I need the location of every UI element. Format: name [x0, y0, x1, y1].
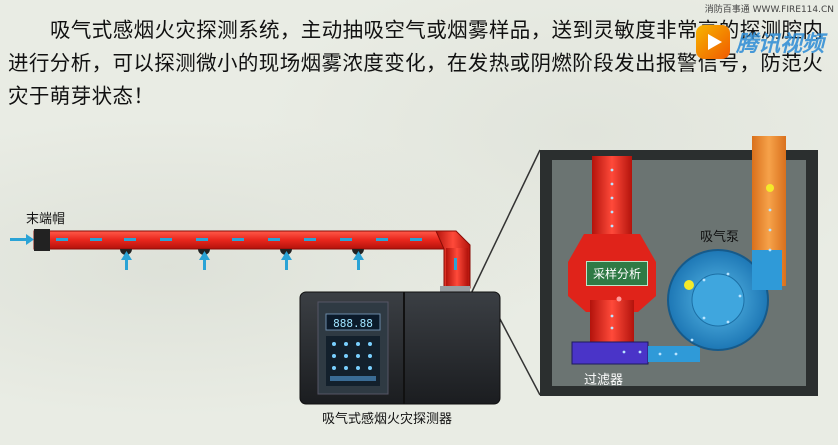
airflow-in-pipe	[56, 238, 457, 270]
video-logo: 腾讯视频	[696, 20, 832, 64]
end-cap	[34, 229, 50, 251]
sampling-pipe	[33, 229, 471, 289]
zoom-line-top	[467, 149, 541, 301]
intro-paragraph: 吸气式感烟火灾探测系统，主动抽吸空气或烟雾样品，送到灵敏度非常高的探测腔内进行分…	[8, 18, 824, 108]
intake-arrows	[121, 251, 364, 270]
pump-label: 吸气泵	[700, 230, 740, 245]
filter-block	[571, 341, 649, 365]
sampling-holes	[120, 249, 364, 255]
end-cap-label: 末端帽	[26, 212, 66, 227]
inlet-arrow	[10, 234, 34, 245]
play-icon	[696, 25, 730, 59]
sampling-analysis-label: 采样分析	[586, 261, 649, 286]
chamber-enlargement	[540, 136, 818, 396]
inlet-column	[592, 156, 632, 234]
detector-label: 吸气式感烟火灾探测器	[322, 412, 453, 427]
flow-dots	[610, 168, 772, 356]
source-site-text: 消防百事通 WWW.FIRE114.CN	[704, 5, 834, 15]
panel-readout: 888.88	[333, 317, 373, 330]
logo-text: 腾讯视频	[736, 32, 825, 57]
detector-unit	[299, 286, 501, 405]
filter-label: 过滤器	[584, 373, 624, 388]
